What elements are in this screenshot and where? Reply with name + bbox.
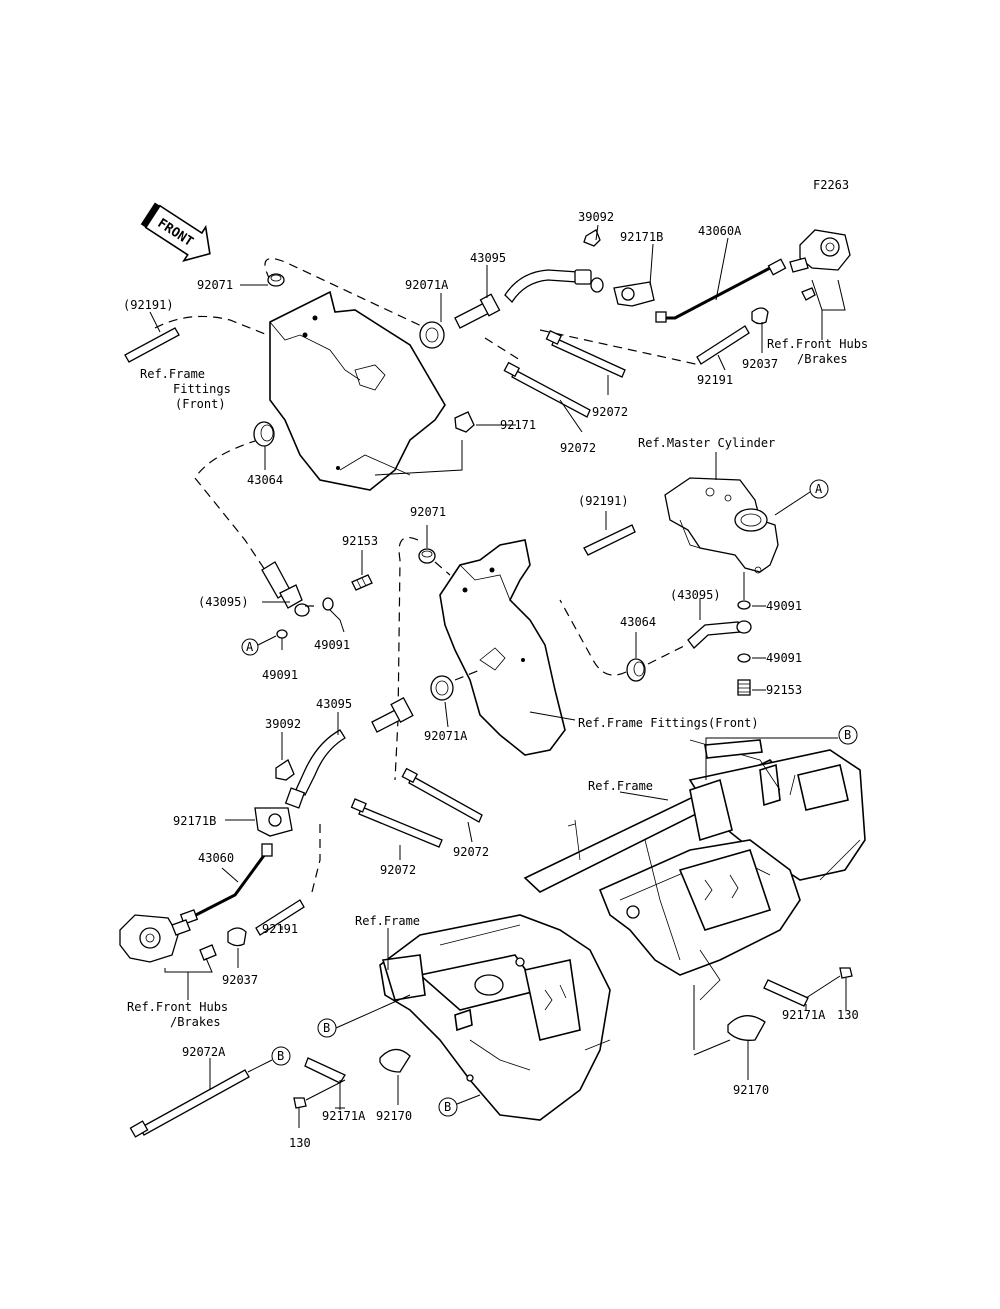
ref-front-hubs-top-line1: Ref.Front Hubs (767, 337, 868, 351)
label-43060: 43060 (198, 851, 234, 865)
label-49091-right-a: 49091 (766, 599, 802, 613)
label-92071-mid: 92071 (410, 505, 446, 519)
front-arrow-icon: FRONT (140, 202, 211, 262)
ref-frame-right: Ref.Frame (588, 779, 653, 793)
label-130-left: 130 (289, 1136, 311, 1150)
label-92071A-mid: 92071A (424, 729, 468, 743)
label-39092-top: 39092 (578, 210, 614, 224)
label-92072-top-a: 92072 (592, 405, 628, 419)
label-92072-mid-a: 92072 (453, 845, 489, 859)
cable-tie-92072-mid-a (401, 767, 483, 823)
label-92071-top: 92071 (197, 278, 233, 292)
label-49091-left-a: 49091 (314, 638, 350, 652)
label-92191-paren-top: (92191) (123, 298, 174, 312)
label-92191-mid: 92191 (262, 922, 298, 936)
label-92037-top: 92037 (742, 357, 778, 371)
label-92072-mid-b: 92072 (380, 863, 416, 877)
ref-frame-fittings-front: Ref.Frame Fittings(Front) (578, 716, 759, 730)
circle-A-right: A (815, 482, 823, 496)
label-92171B-mid: 92171B (173, 814, 216, 828)
label-92072-top-b: 92072 (560, 441, 596, 455)
label-43060A: 43060A (698, 224, 742, 238)
label-43095-paren-right: (43095) (670, 588, 721, 602)
label-49091-right-b: 49091 (766, 651, 802, 665)
label-92153-right: 92153 (766, 683, 802, 697)
ref-frame-left: Ref.Frame (355, 914, 420, 928)
ref-frame-fittings-line2: Fittings (173, 382, 231, 396)
figure-code: F2263 (813, 178, 849, 192)
circle-A-left: A (246, 640, 254, 654)
label-49091-left-b: 49091 (262, 668, 298, 682)
cable-tie-92072-top-b (503, 361, 591, 418)
circle-B-left: B (323, 1021, 330, 1035)
label-92037-mid: 92037 (222, 973, 258, 987)
ref-frame-fittings-line1: Ref.Frame (140, 367, 205, 381)
label-92071A-top: 92071A (405, 278, 449, 292)
label-43064-top: 43064 (247, 473, 283, 487)
label-92191-top: 92191 (697, 373, 733, 387)
label-92171: 92171 (500, 418, 536, 432)
label-39092-mid: 39092 (265, 717, 301, 731)
label-92170-right: 92170 (733, 1083, 769, 1097)
ref-front-hubs-bot-line1: Ref.Front Hubs (127, 1000, 228, 1014)
circle-B-top: B (844, 728, 851, 742)
label-92072A: 92072A (182, 1045, 226, 1059)
label-130-right: 130 (837, 1008, 859, 1022)
label-43064-right: 43064 (620, 615, 656, 629)
label-92171A-left: 92171A (322, 1109, 366, 1123)
label-92153-left: 92153 (342, 534, 378, 548)
cable-tie-92072A (129, 1069, 250, 1138)
label-92170-left: 92170 (376, 1109, 412, 1123)
label-92171A-right: 92171A (782, 1008, 826, 1022)
label-92171B-top: 92171B (620, 230, 663, 244)
cable-tie-92072-top-a (545, 329, 626, 378)
ref-master-cylinder: Ref.Master Cylinder (638, 436, 775, 450)
ref-front-hubs-bot-line2: /Brakes (170, 1015, 221, 1029)
frame-left-illustration (379, 914, 611, 1121)
frame-right-illustration (523, 739, 866, 1001)
ref-frame-fittings-line3: (Front) (175, 397, 226, 411)
cable-tie-92072-mid-b (350, 798, 443, 848)
circle-B-bottom: B (444, 1100, 451, 1114)
label-92191-paren-mid: (92191) (578, 494, 629, 508)
label-43095-paren-left: (43095) (198, 595, 249, 609)
label-43095-top: 43095 (470, 251, 506, 265)
circle-B-bottom-left: B (277, 1049, 284, 1063)
ref-front-hubs-top-line2: /Brakes (797, 352, 848, 366)
label-43095-mid: 43095 (316, 697, 352, 711)
